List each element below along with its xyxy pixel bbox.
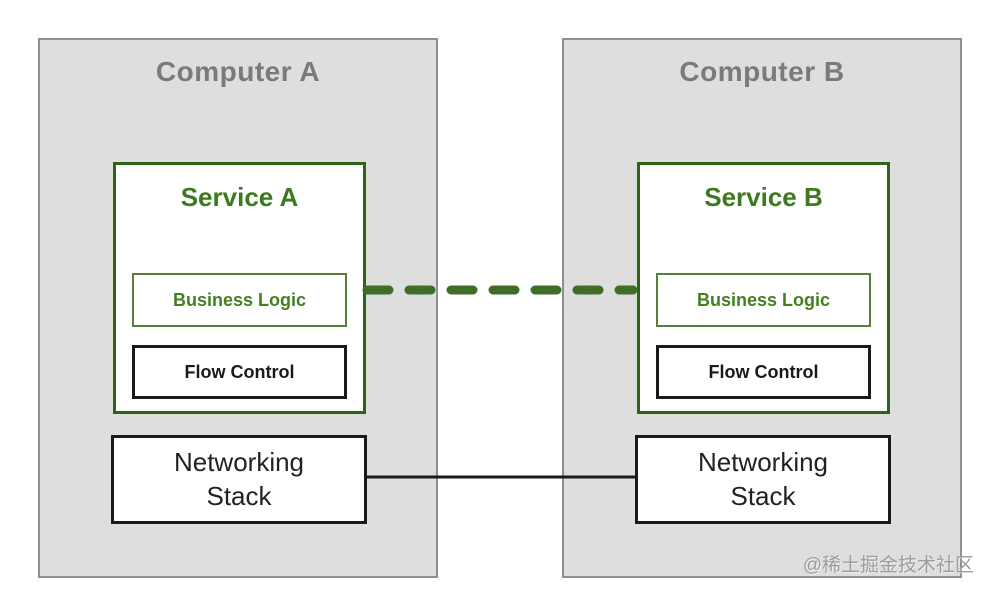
flow-control-a-box: Flow Control xyxy=(132,345,347,399)
computer-a-box: Computer A Service A Business Logic Flow… xyxy=(38,38,438,578)
networking-stack-b-box: Networking Stack xyxy=(635,435,891,524)
networking-stack-b-label: Networking Stack xyxy=(697,446,829,511)
computer-b-box: Computer B Service B Business Logic Flow… xyxy=(562,38,962,578)
flow-control-b-box: Flow Control xyxy=(656,345,871,399)
business-logic-a-box: Business Logic xyxy=(132,273,347,327)
flow-control-b-label: Flow Control xyxy=(708,361,819,382)
watermark: @稀土掘金技术社区 xyxy=(802,555,974,576)
service-a-title: Service A xyxy=(180,182,299,212)
business-logic-b-box: Business Logic xyxy=(656,273,871,327)
service-a-box: Service A Business Logic Flow Control xyxy=(113,162,366,414)
business-logic-a-label: Business Logic xyxy=(172,289,307,310)
computer-a-title: Computer A xyxy=(155,56,321,87)
computer-b-title: Computer B xyxy=(679,56,845,87)
service-b-title: Service B xyxy=(704,182,823,212)
networking-stack-a-label: Networking Stack xyxy=(173,446,305,511)
service-b-box: Service B Business Logic Flow Control xyxy=(637,162,890,414)
networking-stack-a-box: Networking Stack xyxy=(111,435,367,524)
flow-control-a-label: Flow Control xyxy=(184,361,295,382)
business-logic-b-label: Business Logic xyxy=(696,289,831,310)
